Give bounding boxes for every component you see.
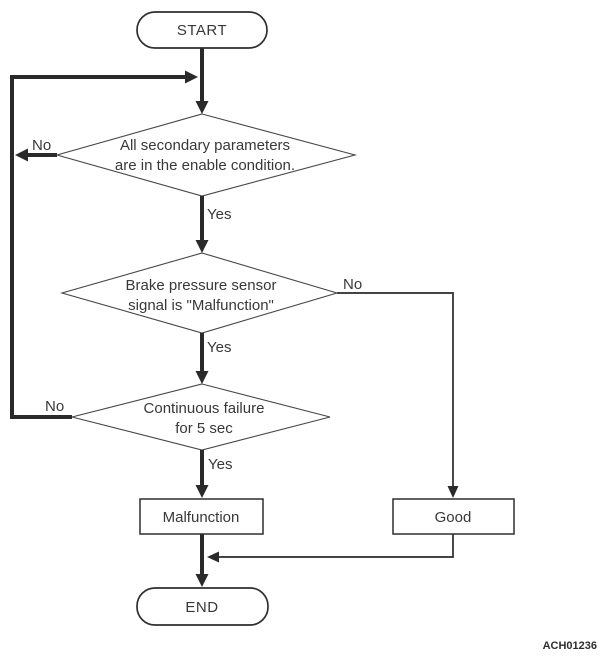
edge-malfunction-to-end xyxy=(195,534,209,587)
edge-no-feedback-loop xyxy=(10,70,198,419)
edge-secondary-no xyxy=(15,148,57,162)
process-malfunction-node: Malfunction xyxy=(139,498,264,535)
label-brake-no: No xyxy=(343,276,362,293)
start-node: START xyxy=(136,11,268,49)
label-continuous-no: No xyxy=(45,398,64,415)
arrowhead xyxy=(195,574,209,587)
arrowhead xyxy=(195,240,209,253)
end-node-shape xyxy=(136,587,269,626)
decision-secondary-parameters: All secondary parameters are in the enab… xyxy=(54,113,358,197)
label-secondary-yes: Yes xyxy=(207,206,231,223)
arrowhead xyxy=(195,101,209,114)
arrowhead xyxy=(447,486,459,498)
process-shape xyxy=(139,498,264,535)
edge-brake-yes xyxy=(195,333,209,384)
start-node-label: START xyxy=(177,22,227,39)
end-node: END xyxy=(136,587,269,626)
decision-text-line1: Brake pressure sensor xyxy=(126,277,277,294)
decision-text-line2: for 5 sec xyxy=(175,420,233,437)
arrowhead xyxy=(207,551,219,563)
process-good-label: Good xyxy=(435,509,472,526)
edge-line xyxy=(219,534,454,558)
edge-brake-no xyxy=(337,292,459,498)
edge-start-to-check-secondary xyxy=(195,48,209,114)
label-brake-yes: Yes xyxy=(207,339,231,356)
arrowhead xyxy=(15,148,28,162)
decision-text-line1: Continuous failure xyxy=(144,400,265,417)
decision-text-line2: signal is "Malfunction" xyxy=(128,297,274,314)
process-shape xyxy=(392,498,515,535)
decision-continuous-failure: Continuous failure for 5 sec xyxy=(71,383,331,451)
feedback-loop-line xyxy=(10,75,186,419)
edge-continuous-yes xyxy=(195,450,209,498)
arrowhead xyxy=(185,70,198,84)
process-good-node: Good xyxy=(392,498,515,535)
arrowhead xyxy=(195,485,209,498)
process-malfunction-label: Malfunction xyxy=(163,509,240,526)
end-node-label: END xyxy=(185,599,218,616)
decision-brake-pressure-sensor: Brake pressure sensor signal is "Malfunc… xyxy=(59,252,339,334)
decision-text-line1: All secondary parameters xyxy=(120,137,290,154)
start-node-shape xyxy=(136,11,268,49)
arrowhead xyxy=(195,371,209,384)
decision-text-line2: are in the enable condition. xyxy=(115,157,295,174)
decision-shape xyxy=(71,383,331,451)
label-continuous-yes: Yes xyxy=(208,456,232,473)
edge-secondary-yes xyxy=(195,196,209,253)
edge-good-merge xyxy=(207,534,454,563)
label-secondary-no: No xyxy=(32,137,51,154)
figure-id-label: ACH01236 xyxy=(543,640,597,652)
edge-line xyxy=(337,292,454,487)
decision-shape xyxy=(54,113,358,197)
